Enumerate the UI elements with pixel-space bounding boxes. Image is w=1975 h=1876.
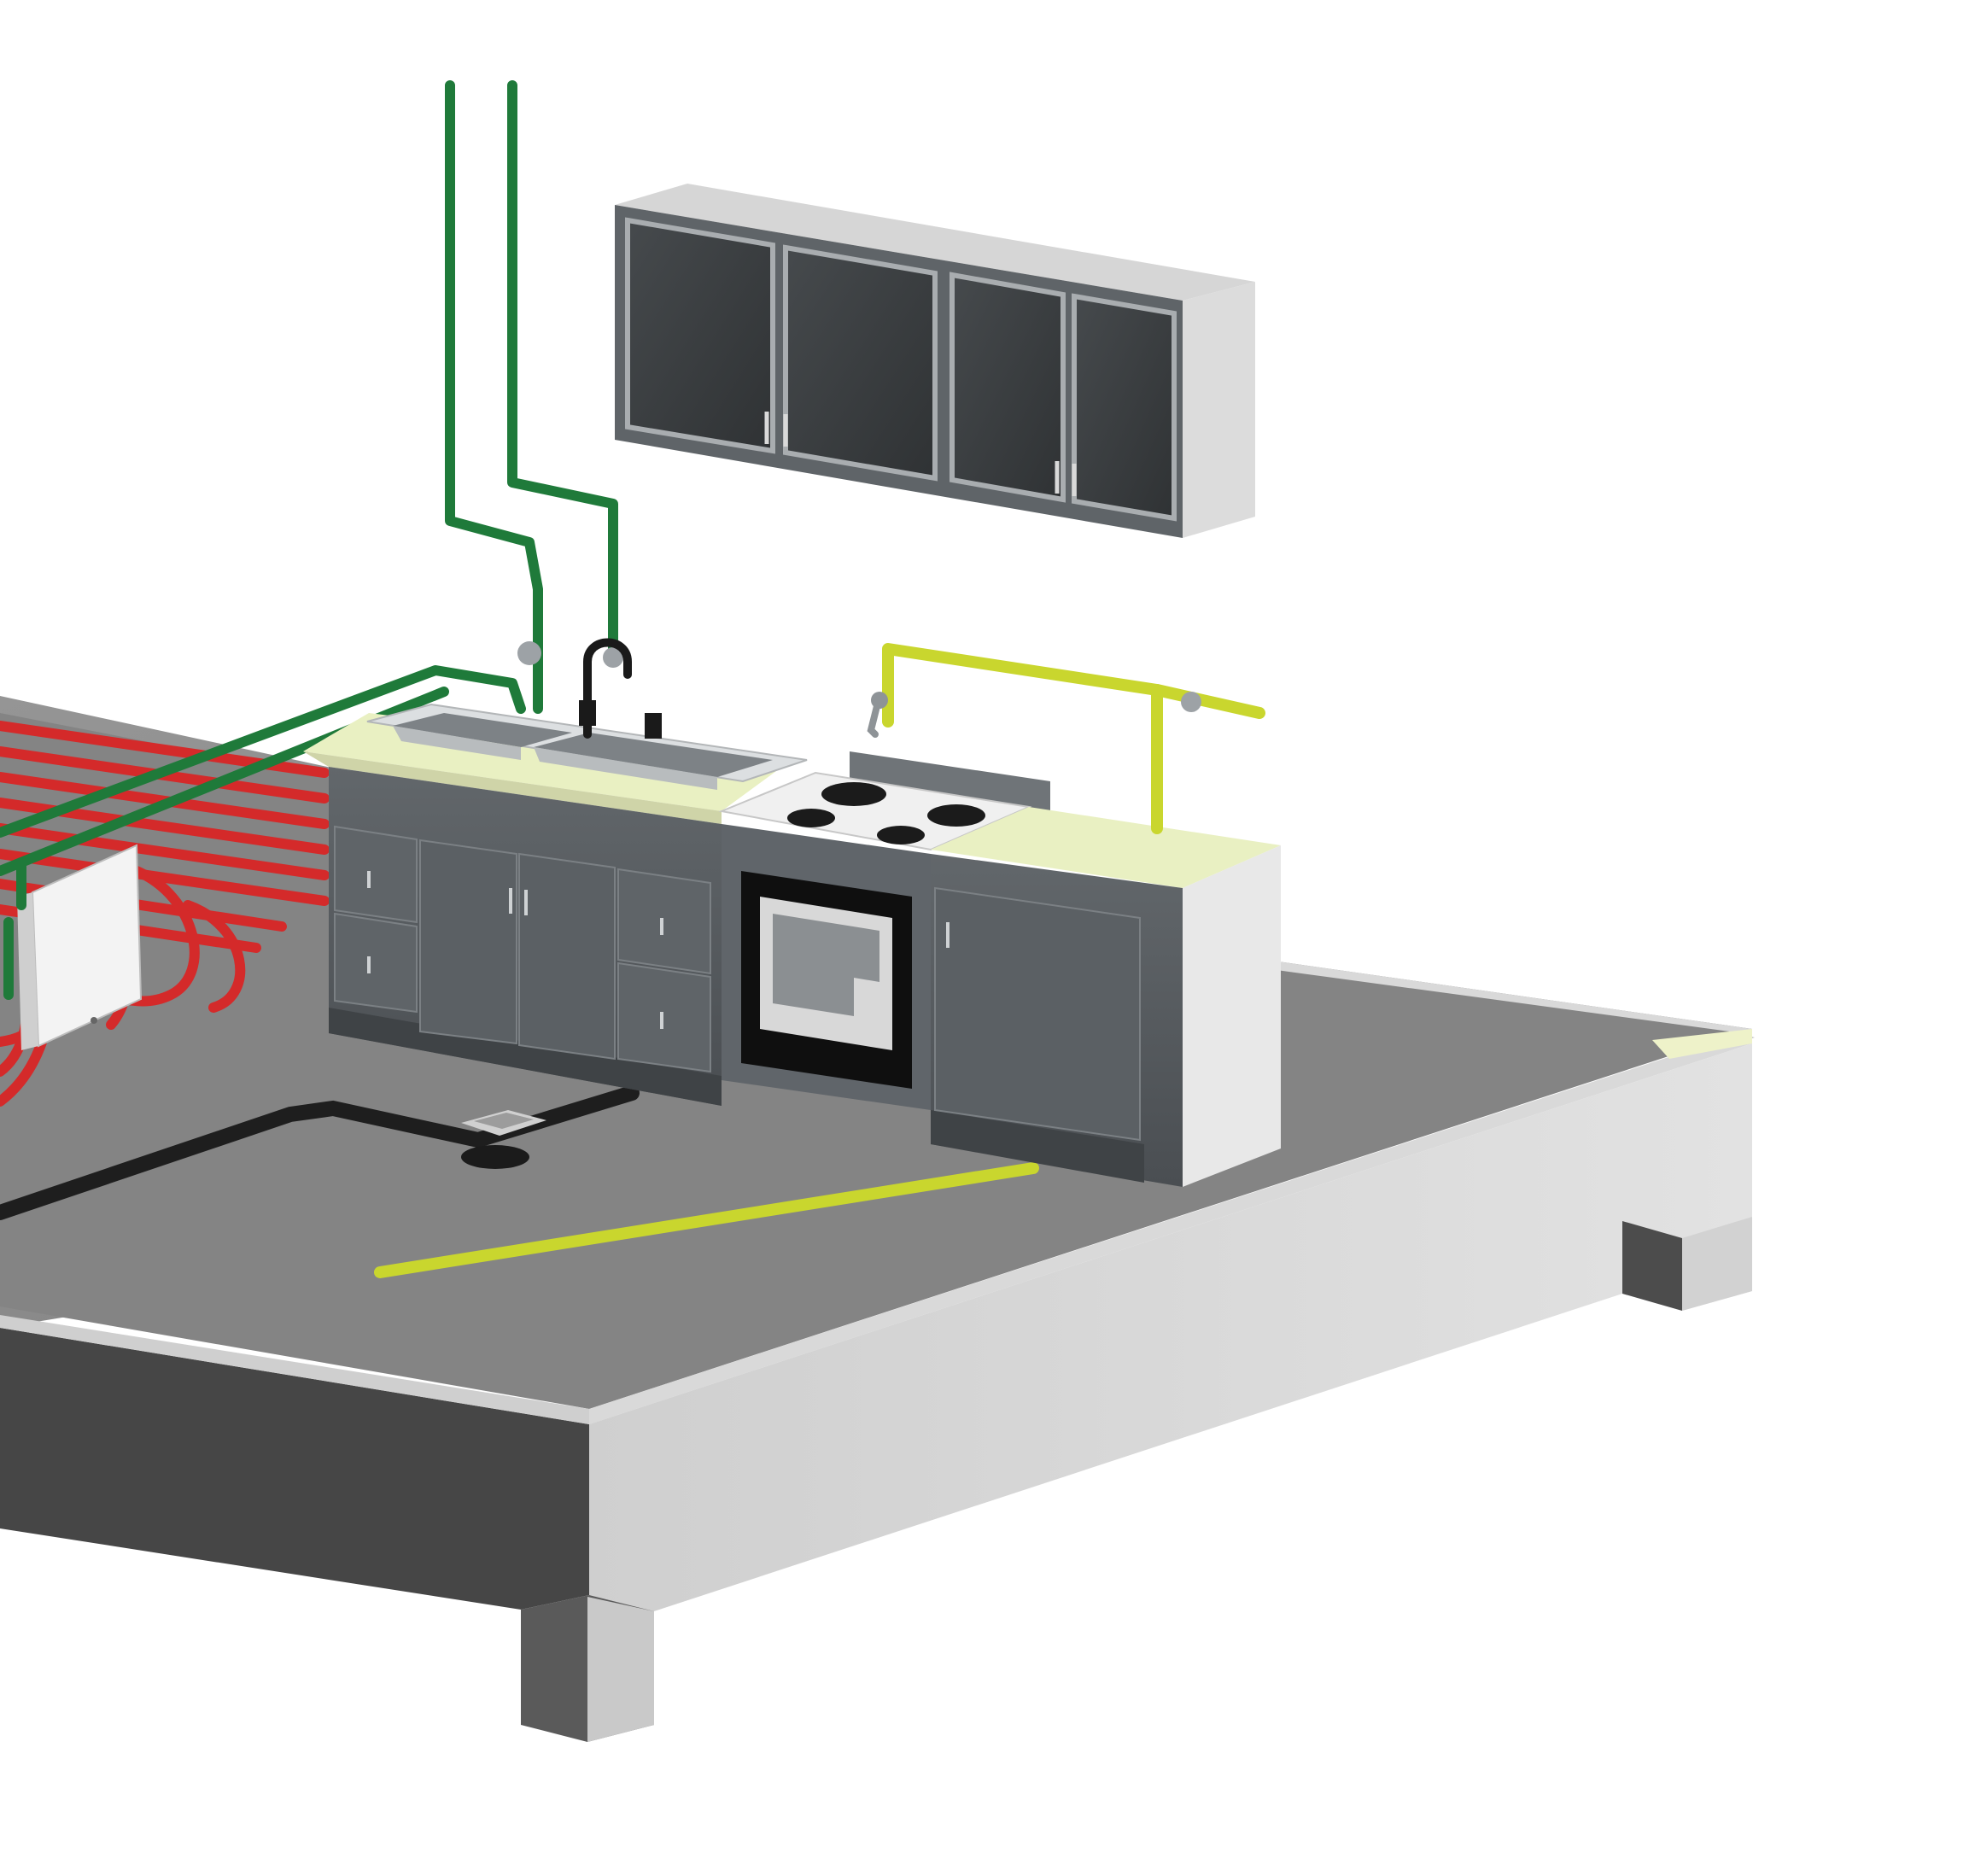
wall-cabinet — [615, 184, 1255, 538]
cooktop-oven-unit — [718, 751, 1050, 1110]
wall-cabinet-top — [615, 184, 1255, 301]
slab-front-left — [0, 1328, 589, 1610]
gas-line-floor — [374, 1162, 1039, 1278]
cabinet-drawer[interactable] — [334, 912, 418, 1014]
gas-pipe-riser — [882, 643, 1265, 834]
burner — [787, 809, 835, 827]
slab-leg-right — [1622, 1221, 1682, 1311]
slab-rim-left — [0, 1315, 589, 1424]
cabinet-door[interactable] — [934, 886, 1141, 1142]
slab-front-right — [589, 1043, 1752, 1611]
sink-faucet — [579, 638, 662, 739]
wall-cabinet-door-1[interactable] — [625, 217, 775, 454]
pot-filler-faucet — [867, 692, 1201, 738]
heating-manifold-box — [17, 844, 143, 1050]
slab-corner-patch — [1652, 1029, 1752, 1059]
wall-cabinet-side — [1183, 282, 1255, 538]
wall-cabinet-door-4[interactable] — [1072, 293, 1177, 522]
sink-basin-right — [534, 733, 773, 777]
floor-drain — [461, 1110, 546, 1169]
slab-rim-right — [589, 961, 1752, 1424]
cabinet-door[interactable] — [419, 839, 517, 1045]
side-counter-top — [931, 807, 1281, 888]
side-cabinet-with-counter — [931, 807, 1281, 1187]
pipe-valves — [517, 641, 623, 668]
cabinet-door[interactable] — [518, 852, 616, 1061]
burner — [877, 826, 925, 844]
burner — [821, 782, 886, 806]
slab-leg-right-light — [1682, 1217, 1752, 1311]
cabinet-drawer[interactable] — [617, 868, 711, 975]
wall-cabinet-door-2[interactable] — [783, 244, 938, 482]
double-sink — [366, 703, 808, 790]
burner — [927, 804, 985, 827]
sink-basin-left — [393, 713, 572, 747]
wall-cabinet-door-3[interactable] — [950, 272, 1066, 503]
cabinet-drawer[interactable] — [617, 961, 711, 1073]
slab-leg-front-light — [587, 1597, 654, 1742]
cabinet-drawer[interactable] — [334, 825, 418, 924]
